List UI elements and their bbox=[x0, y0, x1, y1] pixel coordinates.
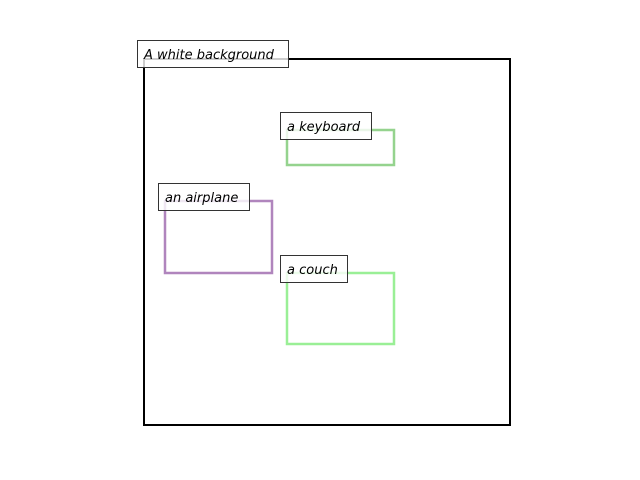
keyboard-label-text: a keyboard bbox=[287, 120, 361, 135]
couch-label-text: a couch bbox=[287, 263, 338, 278]
airplane-label: an airplane bbox=[158, 183, 250, 211]
couch-box bbox=[285, 271, 396, 346]
airplane-box bbox=[163, 199, 274, 275]
background-frame bbox=[143, 58, 511, 426]
background-label: A white background bbox=[137, 40, 289, 68]
keyboard-label: a keyboard bbox=[280, 112, 372, 140]
airplane-label-text: an airplane bbox=[165, 191, 238, 206]
couch-label: a couch bbox=[280, 255, 348, 283]
background-label-text: A white background bbox=[143, 48, 275, 63]
